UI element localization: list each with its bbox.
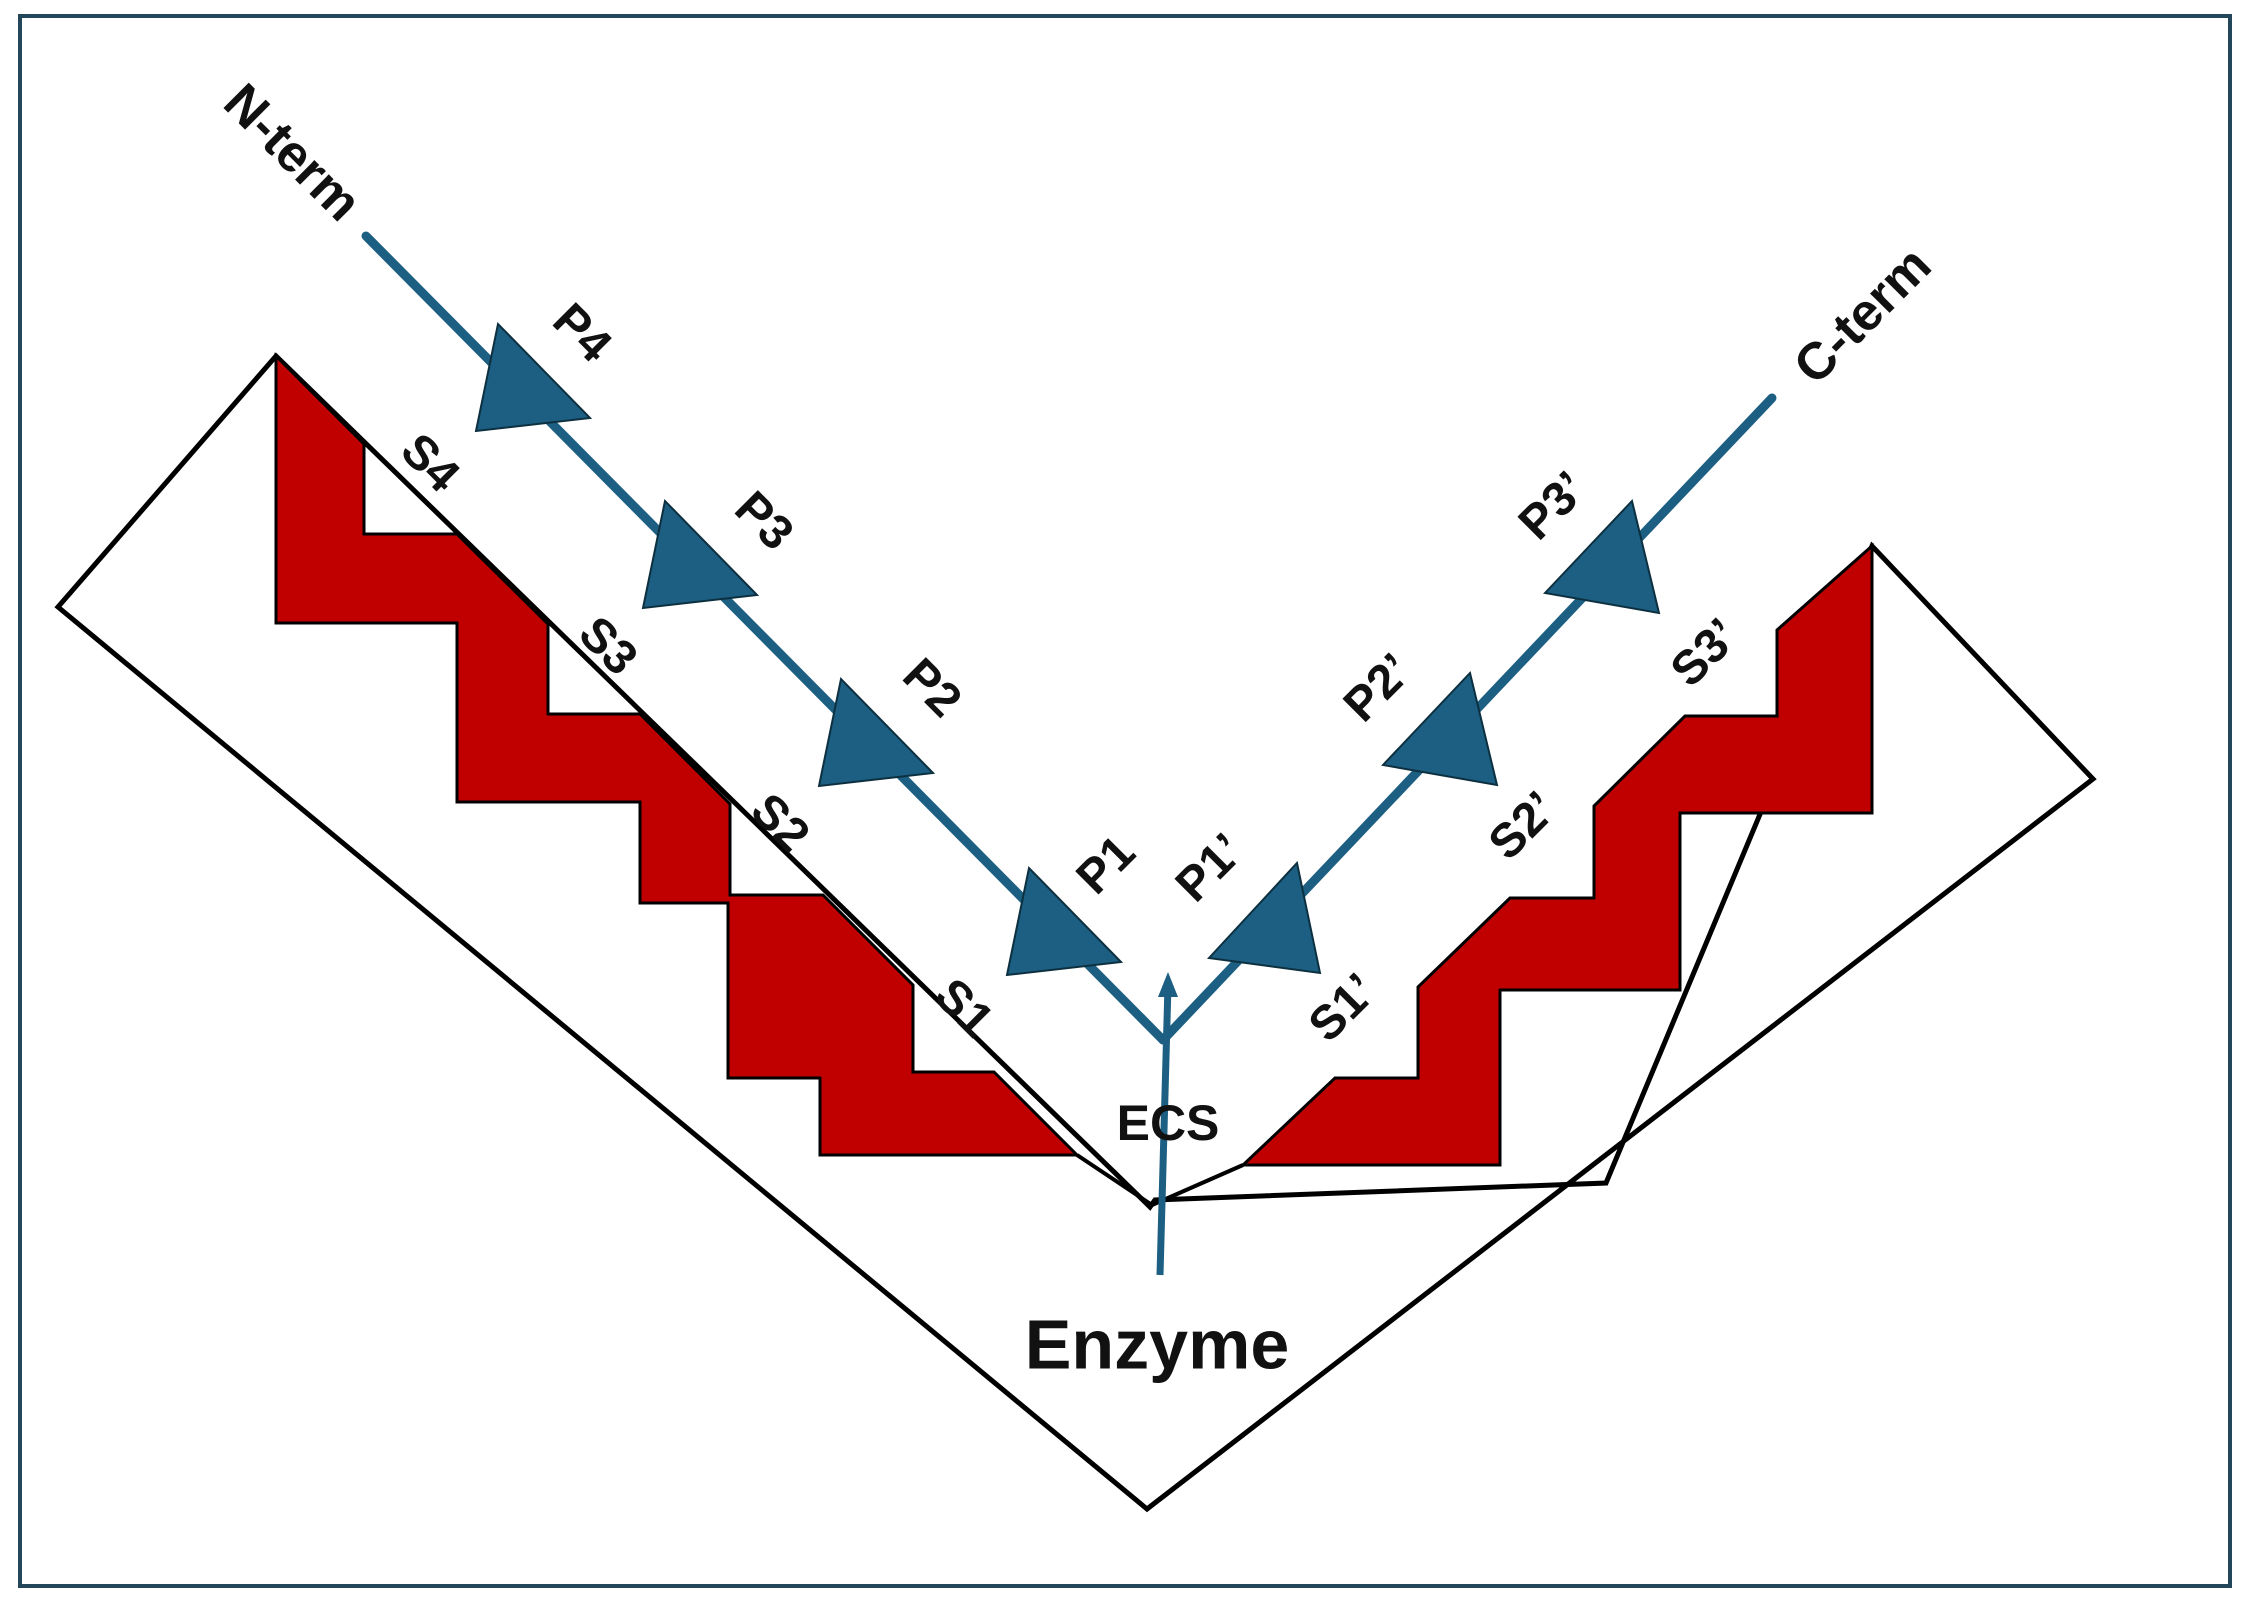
p2-label: P2 [892,649,971,728]
arrowhead-p2 [817,676,936,788]
arrowhead-p3-prime [1542,498,1661,615]
n-term-label: N-term [213,73,373,233]
arrowhead-p3 [641,498,760,610]
ecs-label: ECS [1117,1095,1220,1151]
c-term-label: C-term [1783,236,1943,396]
enzyme-outline [54,352,2097,1513]
arrowhead-p1 [1005,865,1124,977]
cleft-edge-right [1151,1163,1244,1207]
ecs-arrow-shaft [1156,984,1172,1276]
figure-frame [18,14,2232,1588]
p3-prime-label: P3’ [1509,462,1597,550]
arrowhead-p4 [474,321,593,433]
s1-prime-label: S1’ [1299,964,1387,1052]
s2-prime-label: S2’ [1479,782,1567,870]
p3-label: P3 [724,482,803,561]
enzyme-label: Enzyme [1025,1305,1290,1383]
pocket-right [1239,542,1874,1167]
s3-prime-label: S3’ [1661,609,1749,697]
p4-label: P4 [542,294,621,373]
arrowhead-p1-prime [1206,860,1322,975]
arrowhead-p2-prime [1380,670,1499,787]
p2-prime-label: P2’ [1334,644,1422,732]
cleft-edge-left [1075,1153,1154,1207]
pocket-left [274,352,1081,1157]
p1-label: P1 [1067,826,1146,905]
p1-prime-label: P1’ [1166,824,1254,912]
ecs-arrowhead [1158,972,1178,997]
